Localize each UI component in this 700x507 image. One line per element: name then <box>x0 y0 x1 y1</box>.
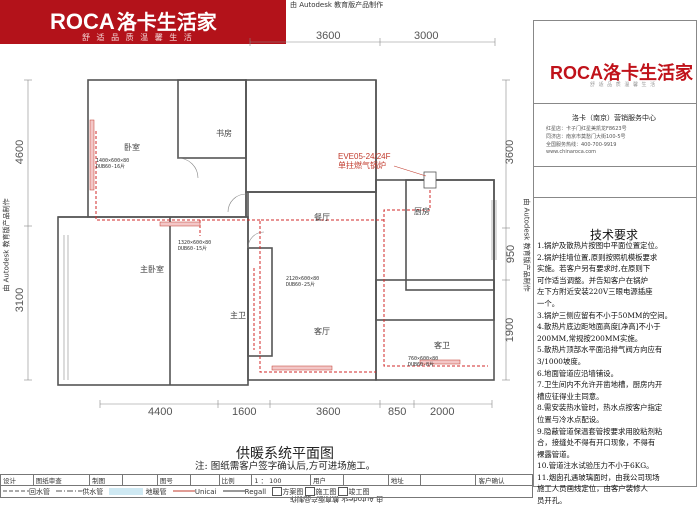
floor-plan <box>24 38 510 408</box>
checkbox-scheme <box>272 487 283 496</box>
room-living: 客厅 <box>314 327 330 336</box>
dim-bottom-2: 1600 <box>232 406 257 418</box>
dim-top-1: 3600 <box>316 30 341 42</box>
req-line: 3.锅炉三侧应留有不小于50MM的空间。 <box>537 310 673 320</box>
dim-top-2: 3000 <box>414 30 439 42</box>
req-line: 7.卫生间内不允许开凿地槽，厨房内开 <box>537 380 663 390</box>
plan-note: 注: 图纸需客户签字确认后,方可进场施工。 <box>195 461 376 472</box>
room-bedroom: 卧室 <box>124 143 140 152</box>
radiator-spec-3: 2120×600×80 DUB60-25片 <box>286 276 320 288</box>
dim-bottom-3: 3600 <box>316 406 341 418</box>
tb-legend-row: 回水管 供水管 地暖管 Unicai Regall 方案图 施工图 竣工图 <box>0 485 533 498</box>
legend-unicai: Unicai <box>172 487 217 496</box>
dim-right-3: 1900 <box>504 317 517 343</box>
dim-left-2: 3100 <box>14 287 27 313</box>
boiler-model: EVE05-24/24F <box>338 152 391 161</box>
req-line: 实施。若客户另有要求时,在原则下 <box>537 264 651 274</box>
tb-drawing-no-value[interactable] <box>189 474 220 486</box>
info-line-4: www.chinaroca.com <box>546 149 597 155</box>
boiler-name: 单拄燃气锅炉 <box>338 161 386 170</box>
requirements-title: 技术要求 <box>590 228 639 242</box>
boiler-label: EVE05-24/24F 单拄燃气锅炉 <box>338 152 390 170</box>
option-scheme[interactable]: 方案图 <box>272 487 303 496</box>
req-line: 左下方附近安装220V三眼电源插座 <box>537 287 653 297</box>
radiator-spec-2: 1320×600×80 DUB60-15片 <box>178 240 212 252</box>
info-panel: ROCA洛卡生活家 舒 适 品 质 温 馨 生 活 洛卡（南京）营销服务中心 红… <box>533 20 697 487</box>
tb-customer-confirm: 客户确认 <box>475 474 533 486</box>
service-center-title: 洛卡（南京）营销服务中心 <box>572 114 656 122</box>
req-line: 11.烟囱孔遇玻璃面时，由我公司现场 <box>537 472 660 482</box>
req-line: 施工人员画线定位，由客户装修人 <box>537 484 648 494</box>
plan-title: 供暖系统平面图 <box>236 446 334 462</box>
dim-bottom-1: 4400 <box>148 406 173 418</box>
info-line-1: 红星店：卡子门红星美凯龙F8623号 <box>546 126 627 132</box>
requirements-list: 1.锅炉及散热片按图中平面位置定位。 2.锅炉挂墙位置,原则按照机模板要求 实施… <box>537 240 693 507</box>
radiator-spec-4: 760×600×80 DUB60-8片 <box>408 356 439 368</box>
legend-regall: Regall <box>222 487 267 496</box>
radiator-guest-bath <box>419 359 461 365</box>
req-line: 合，接缝处不得有开口现象，不得有 <box>537 438 656 448</box>
req-line: 9.隐蔽管道保温套管按要求用胶粘剂粘 <box>537 426 663 436</box>
tb-scale: 比例 <box>218 474 253 486</box>
tb-address-value[interactable] <box>420 474 477 486</box>
radiator-living <box>271 365 333 371</box>
req-line: 员开孔。 <box>537 496 567 506</box>
info-line-2: 同济店：南京市莫愁门大街100-5号 <box>546 134 626 140</box>
tb-user-value[interactable] <box>342 474 389 486</box>
tb-drafting: 制图 <box>89 474 123 486</box>
room-study: 书房 <box>216 129 232 138</box>
tb-scale-value: 1 ： 100 <box>251 474 311 486</box>
req-line: 裸露管道。 <box>537 449 574 459</box>
req-line: 可作适当调整。并告知客户在锅炉 <box>537 275 648 285</box>
room-kitchen: 厨房 <box>414 207 430 216</box>
dim-right-1: 3600 <box>504 139 517 165</box>
radiator-master <box>159 221 201 227</box>
dim-bottom-4: 850 <box>388 406 407 418</box>
boiler-symbol <box>423 171 437 189</box>
req-line: 1.锅炉及散热片按图中平面位置定位。 <box>537 241 663 250</box>
title-block: 设计 图纸审查 制图 图号 比例 1 ： 100 用户 地址 客户确认 回水管 … <box>0 474 533 498</box>
req-line: 5.散热片顶部水平面沿排气阀方向应有 <box>537 345 663 355</box>
req-line: 10.管道注水试验压力不小于6KG。 <box>537 461 654 471</box>
dim-left-1: 4600 <box>14 139 27 165</box>
room-dining: 餐厅 <box>314 213 330 222</box>
legend-return: 回水管 <box>3 487 50 496</box>
tb-drawing-no: 图号 <box>156 474 191 486</box>
legend-floor-heating: 地暖管 <box>109 488 167 496</box>
option-completion[interactable]: 竣工图 <box>338 487 369 496</box>
legend-supply: 供水管 <box>56 487 104 496</box>
room-master-bedroom: 主卧室 <box>140 265 164 274</box>
req-line: 槽应征得业主同意。 <box>537 391 604 401</box>
tb-drafting-value[interactable] <box>121 474 158 486</box>
tb-review: 图纸审查 <box>32 474 91 486</box>
req-line: 4.散热片底边距地面高度[净高]不小于 <box>537 322 661 332</box>
checkbox-construction <box>305 487 316 496</box>
req-line: 3/1000坡度。 <box>537 356 586 366</box>
brand-tagline: 舒 适 品 质 温 馨 生 活 <box>82 33 194 42</box>
panel-logo: ROCA洛卡生活家 <box>550 63 693 83</box>
radiator-spec-1: 1400×600×80 DUB60-16片 <box>96 158 130 170</box>
option-construction[interactable]: 施工图 <box>305 487 336 496</box>
checkbox-completion <box>338 487 349 496</box>
panel-tagline: 舒 适 品 质 温 馨 生 活 <box>590 82 657 88</box>
tb-user: 用户 <box>309 474 344 486</box>
radiator-bedroom <box>89 119 95 191</box>
req-line: 200MM,常规按200MM实施。 <box>537 333 643 343</box>
info-line-3: 全国服务热线：400-700-9919 <box>546 142 617 148</box>
req-line: 8.需安装热水管时，热水点按客户指定 <box>537 403 663 413</box>
dim-right-2: 950 <box>505 244 518 264</box>
room-guest-bath: 客卫 <box>434 341 450 350</box>
req-line: 6.地面管道应沿墙铺设。 <box>537 368 618 378</box>
req-line: 位置与冷水点配设。 <box>537 414 604 424</box>
room-master-bath: 主卫 <box>230 311 246 320</box>
dim-bottom-5: 2000 <box>430 406 455 418</box>
watermark-top: 由 Autodesk 教育版产品制作 <box>290 1 384 9</box>
tb-design: 设计 <box>0 474 34 486</box>
tb-address: 地址 <box>387 474 422 486</box>
req-line: 2.锅炉挂墙位置,原则按照机模板要求 <box>537 252 658 262</box>
req-line: 一个。 <box>537 298 560 308</box>
